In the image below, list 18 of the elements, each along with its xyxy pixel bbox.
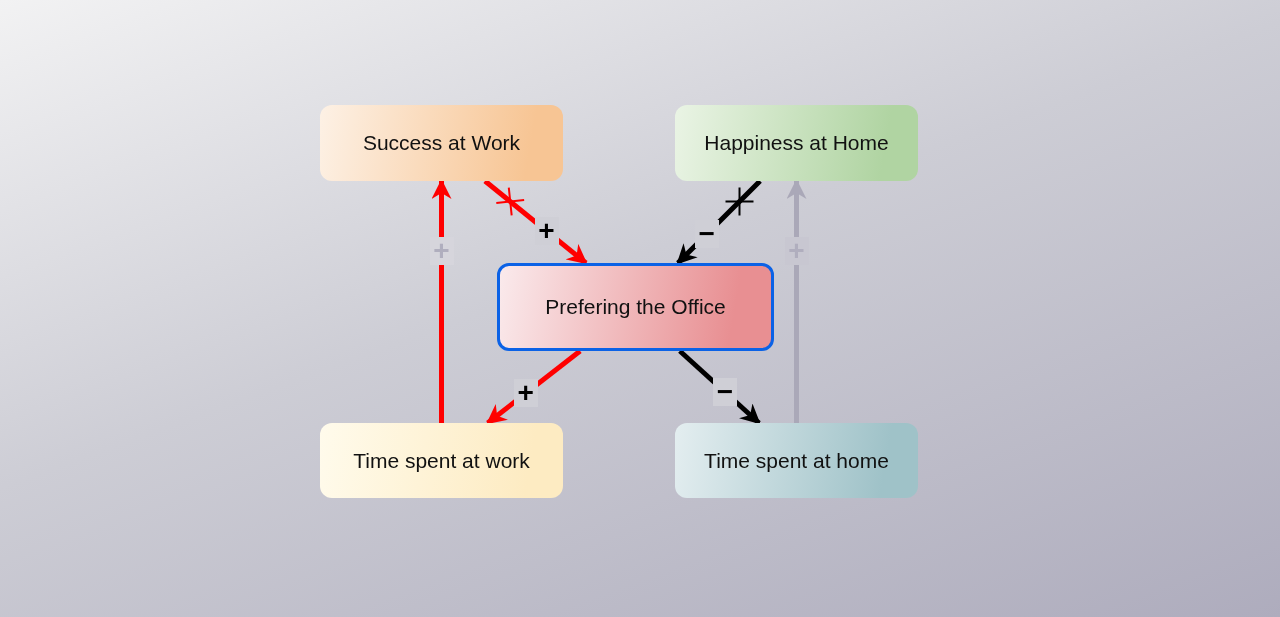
node-label: Success at Work [362,131,521,155]
node-label: Time spent at work [353,448,530,473]
edge-label: + [784,237,809,266]
edge-label: + [429,237,454,266]
node-box [320,105,563,181]
edge-label: − [694,220,719,249]
node-box [497,263,774,351]
node-box [675,105,918,181]
edge-label: + [534,217,559,245]
node-label: Prefering the Office [545,295,726,319]
node-label: Happiness at Home [704,131,889,155]
node-box [675,423,918,498]
edge-label: − [713,378,737,407]
arrow [786,179,807,423]
arrow [431,179,452,423]
node-label: Time spent at home [704,448,889,473]
edge-label: + [513,379,538,408]
node-box [320,423,563,498]
